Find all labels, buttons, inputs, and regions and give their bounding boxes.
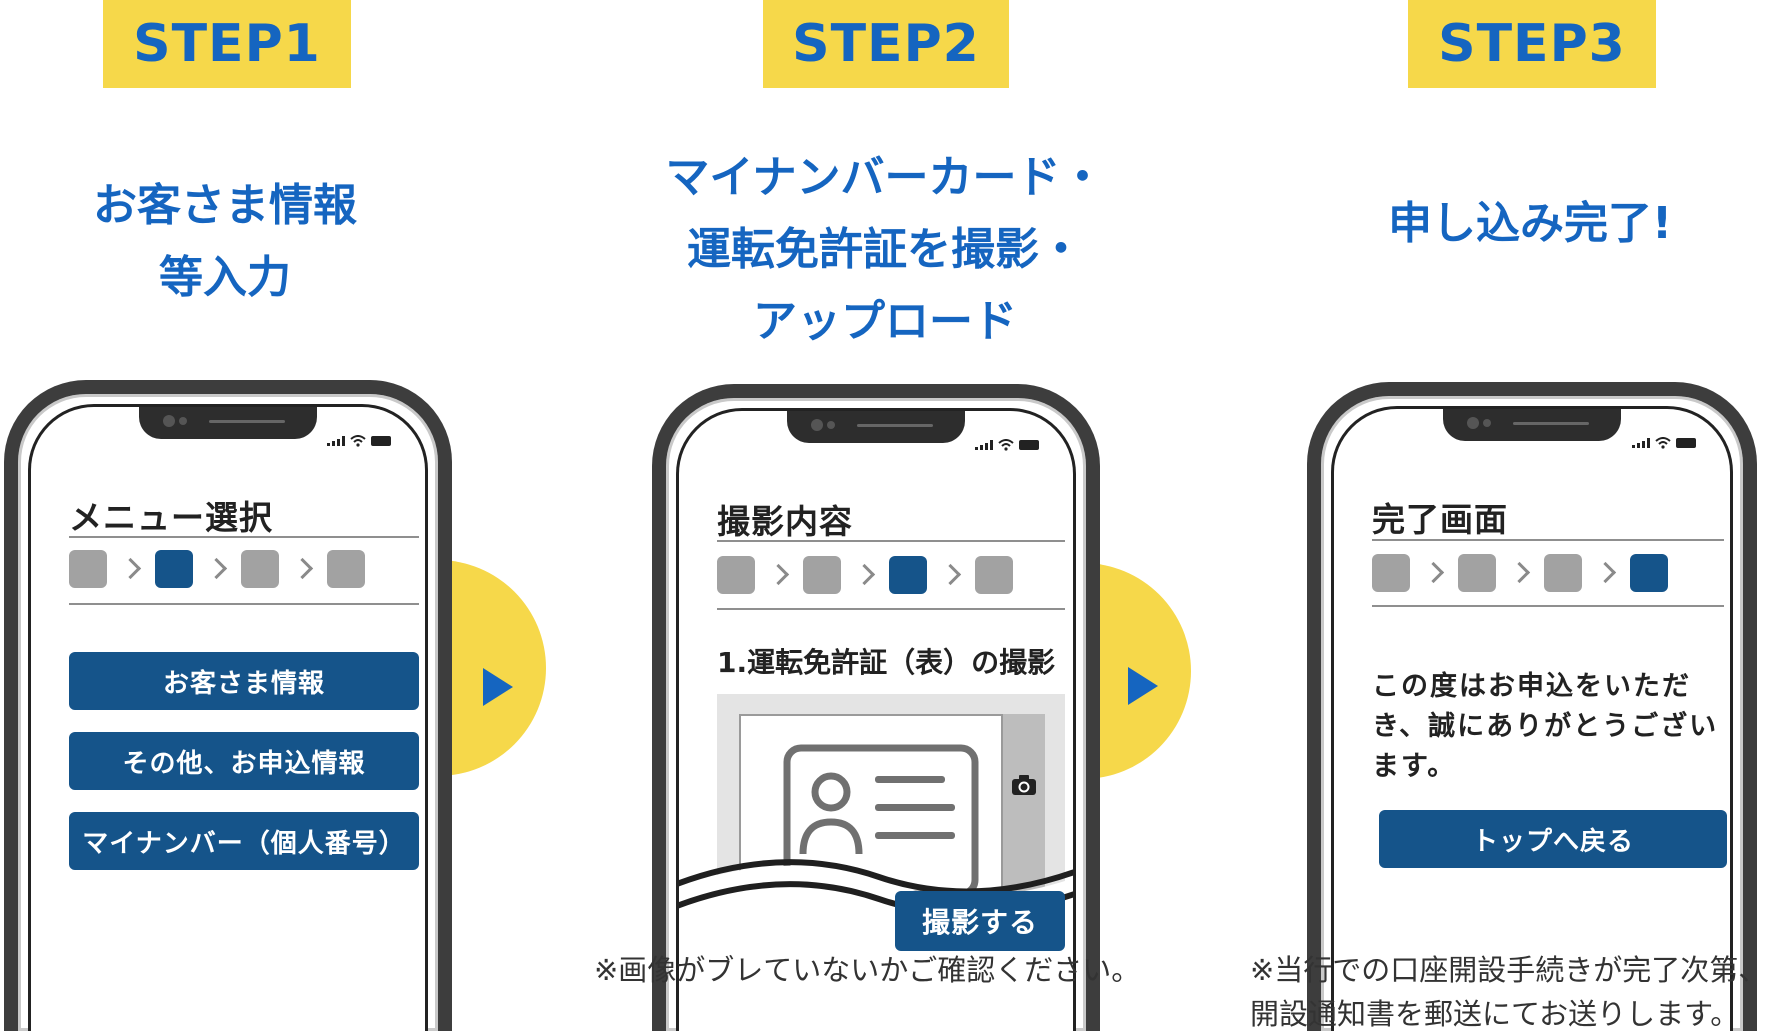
divider (69, 603, 419, 605)
signal-icon (327, 436, 345, 446)
completion-message: この度はお申込をいただ き、誠にありがとうござい ます。 (1372, 667, 1718, 787)
play-arrow-icon (1128, 667, 1158, 705)
note-line: 開設通知書を郵送にてお送りします。 (1250, 997, 1740, 1031)
step2-title-line: マイナンバーカード・ (665, 152, 1105, 203)
back-to-top-button[interactable]: トップへ戻る (1379, 810, 1727, 868)
step2-title-line: 運転免許証を撮影・ (687, 224, 1083, 275)
chevron-right-icon (1410, 554, 1458, 592)
divider (717, 540, 1065, 542)
other-application-info-button[interactable]: その他、お申込情報 (69, 732, 419, 790)
step1-title-line: 等入力 (159, 252, 291, 303)
note-line: ※当行での口座開設手続きが完了次第、 (1250, 953, 1768, 987)
chevron-right-icon (1496, 554, 1544, 592)
step2-badge: STEP2 (763, 0, 1009, 88)
chevron-right-icon (279, 550, 327, 588)
chevron-right-icon (927, 556, 975, 594)
screen-title: メニュー選択 (69, 498, 273, 537)
progress-step (1544, 554, 1582, 592)
phone-notch (787, 411, 965, 443)
divider (1372, 605, 1724, 607)
chevron-right-icon (1582, 554, 1630, 592)
capture-button[interactable]: 撮影する (895, 891, 1065, 951)
battery-icon (1019, 440, 1039, 450)
divider (69, 536, 419, 538)
wifi-icon (998, 439, 1014, 451)
id-card-icon (783, 744, 979, 894)
progress-step (1372, 554, 1410, 592)
progress-indicator (717, 556, 1013, 594)
chevron-right-icon (107, 550, 155, 588)
my-number-button[interactable]: マイナンバー（個人番号） (69, 812, 419, 870)
wifi-icon (350, 435, 366, 447)
play-arrow-icon (483, 668, 513, 706)
chevron-right-icon (755, 556, 803, 594)
progress-step (803, 556, 841, 594)
battery-icon (1676, 438, 1696, 448)
step1-title-line: お客さま情報 (93, 180, 357, 231)
status-bar (327, 435, 391, 447)
chevron-right-icon (193, 550, 241, 588)
customer-info-button[interactable]: お客さま情報 (69, 652, 419, 710)
step3-title-line: 申し込み完了! (1387, 198, 1673, 249)
phone-notch (139, 407, 317, 439)
phone-step2: 撮影内容 1.運転免許証（表）の撮影 (652, 384, 1100, 1031)
step3-badge: STEP3 (1408, 0, 1656, 88)
message-line: き、誠にありがとうござい (1372, 711, 1719, 742)
message-line: ます。 (1372, 751, 1457, 782)
camera-sidebar (1003, 714, 1045, 904)
progress-step-active (889, 556, 927, 594)
progress-step (717, 556, 755, 594)
progress-step (241, 550, 279, 588)
progress-step-active (155, 550, 193, 588)
progress-step (327, 550, 365, 588)
status-bar (1632, 437, 1696, 449)
progress-step-active (1630, 554, 1668, 592)
step1-title: お客さま情報 等入力 (60, 170, 390, 314)
step3-note: ※当行での口座開設手続きが完了次第、 開設通知書を郵送にてお送りします。 (1250, 948, 1767, 1031)
battery-icon (371, 436, 391, 446)
progress-step (69, 550, 107, 588)
step2-note: ※画像がブレていないかご確認ください。 (594, 953, 1141, 987)
progress-step (975, 556, 1013, 594)
screen-title: 完了画面 (1372, 500, 1508, 539)
capture-subheading: 1.運転免許証（表）の撮影 (717, 646, 1056, 679)
step1-badge: STEP1 (103, 0, 351, 88)
phone-notch (1443, 409, 1621, 441)
step2-title-line: アップロード (753, 296, 1017, 347)
signal-icon (1632, 438, 1650, 448)
phone-step1: メニュー選択 お客さま情報 その他、お申込情報 マイナンバー（個人番号） (4, 380, 452, 1031)
divider (717, 608, 1065, 610)
phone-step3: 完了画面 この度はお申込をいただ き、誠にありがとうござい ます。 トップへ戻る (1307, 382, 1757, 1031)
step3-title: 申し込み完了! (1330, 188, 1730, 260)
screen-title: 撮影内容 (717, 502, 853, 541)
signal-icon (975, 440, 993, 450)
divider (1372, 539, 1724, 541)
progress-indicator (1372, 554, 1668, 592)
wifi-icon (1655, 437, 1671, 449)
camera-icon (1012, 775, 1036, 795)
message-line: この度はお申込をいただ (1372, 671, 1691, 702)
progress-indicator (69, 550, 365, 588)
progress-step (1458, 554, 1496, 592)
status-bar (975, 439, 1039, 451)
chevron-right-icon (841, 556, 889, 594)
step2-title: マイナンバーカード・ 運転免許証を撮影・ アップロード (640, 142, 1130, 358)
